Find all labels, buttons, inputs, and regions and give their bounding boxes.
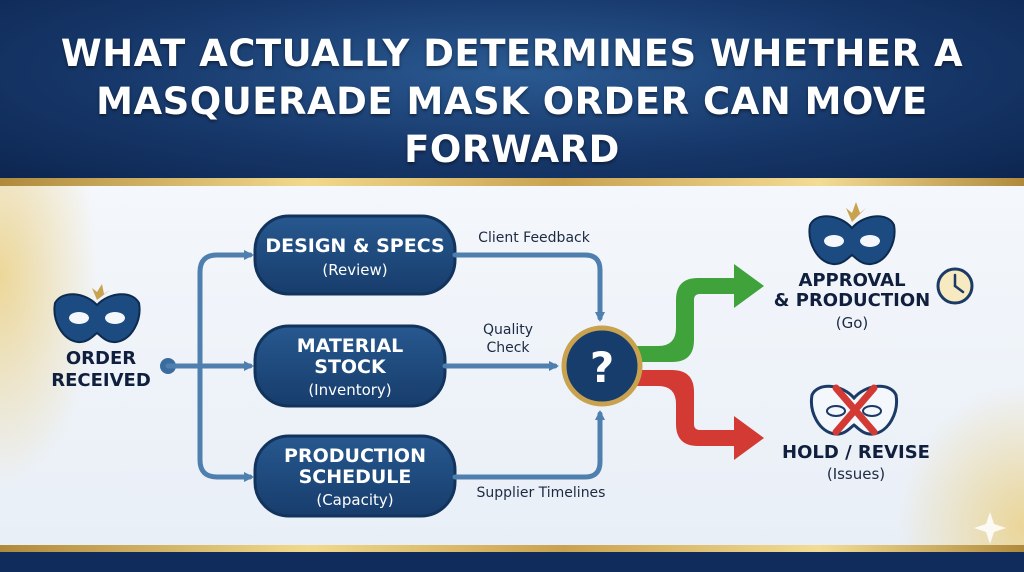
- connector-label-check: Check: [486, 340, 530, 356]
- footer-band: [0, 552, 1024, 572]
- factor-production-schedule: PRODUCTION SCHEDULE (Capacity): [253, 434, 457, 518]
- factor-material-subtitle: (Inventory): [308, 381, 391, 399]
- header-banner: WHAT ACTUALLY DETERMINES WHETHER A MASQU…: [0, 0, 1024, 178]
- title-line-1: WHAT ACTUALLY DETERMINES WHETHER A: [60, 32, 964, 75]
- hold-sub: (Issues): [827, 465, 885, 483]
- gold-divider-bottom: [0, 545, 1024, 552]
- hold-arrow: [632, 370, 764, 460]
- factor-schedule-title-2: SCHEDULE: [299, 466, 412, 488]
- approval-line-1: APPROVAL: [798, 270, 905, 291]
- factor-schedule-title-1: PRODUCTION: [284, 445, 426, 467]
- factor-schedule-subtitle: (Capacity): [316, 491, 393, 509]
- approve-arrow: [632, 264, 764, 362]
- factor-material-stock: MATERIAL STOCK (Inventory): [253, 324, 447, 408]
- title-line-2: MASQUERADE MASK ORDER CAN MOVE FORWARD: [96, 80, 928, 171]
- branch-connectors: [165, 250, 254, 482]
- question-icon: ?: [590, 343, 614, 392]
- decision-connectors: [442, 252, 605, 480]
- factor-design-specs: DESIGN & SPECS (Review): [253, 214, 457, 296]
- start-label-line-2: RECEIVED: [51, 370, 151, 391]
- factor-design-title: DESIGN & SPECS: [265, 235, 444, 257]
- connector-label-client-feedback: Client Feedback: [478, 230, 591, 246]
- start-label-line-1: ORDER: [66, 348, 136, 369]
- factor-design-subtitle: (Review): [322, 261, 387, 279]
- connector-label-quality: Quality: [483, 322, 533, 338]
- factor-material-title-1: MATERIAL: [297, 335, 404, 357]
- clock-icon: [936, 267, 974, 305]
- approval-line-2: & PRODUCTION: [774, 290, 930, 311]
- approval-mask-icon: [808, 202, 896, 266]
- approval-sub: (Go): [836, 314, 869, 332]
- crossed-mask-icon: [809, 384, 899, 436]
- page-title: WHAT ACTUALLY DETERMINES WHETHER A MASQU…: [0, 30, 1024, 174]
- start-mask-icon: [53, 284, 141, 344]
- decision-node: ?: [561, 325, 643, 407]
- connector-label-supplier-timelines: Supplier Timelines: [477, 485, 606, 501]
- gold-divider-top: [0, 178, 1024, 186]
- sparkle-icon: [974, 512, 1006, 544]
- hold-line-1: HOLD / REVISE: [782, 442, 930, 463]
- factor-material-title-2: STOCK: [314, 356, 387, 378]
